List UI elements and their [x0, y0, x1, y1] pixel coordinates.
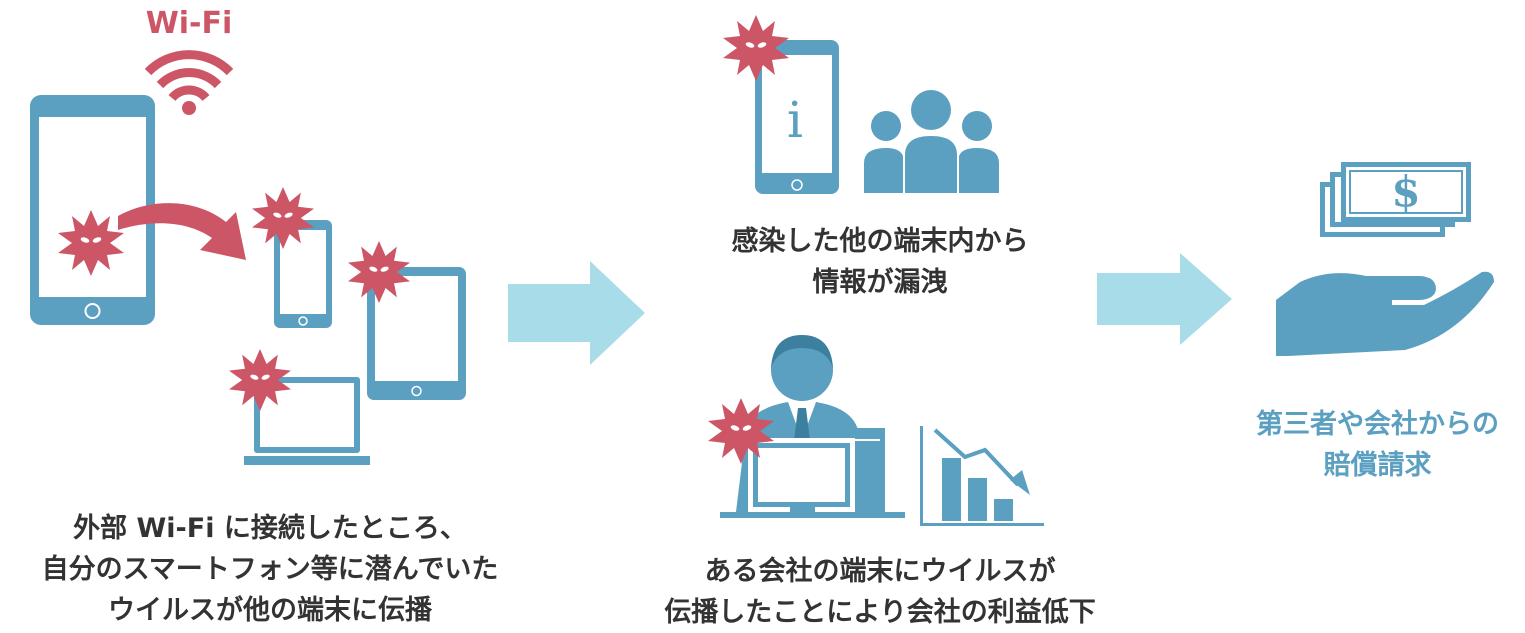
- step1-caption: 外部 Wi-Fi に接続したところ、 自分のスマートフォン等に潜んでいた ウイル…: [0, 508, 540, 631]
- caption-line: 感染した他の端末内から: [731, 226, 1029, 257]
- flow-arrow-2: [1097, 253, 1232, 345]
- caption-line: ある会社の端末にウイルスが: [704, 556, 1056, 587]
- step2-top-caption: 感染した他の端末内から 情報が漏洩: [680, 221, 1080, 303]
- smartphone-icon: [274, 220, 332, 328]
- wifi-label: Wi-Fi: [145, 6, 233, 41]
- infection-arrow: [118, 203, 246, 260]
- dollar-icon: $: [1391, 167, 1420, 216]
- caption-line: 自分のスマートフォン等に潜んでいた: [41, 554, 499, 585]
- caption-line: 伝播したことにより会社の利益低下: [664, 597, 1096, 628]
- declining-chart-icon: [920, 426, 1044, 526]
- wifi-icon: [144, 50, 234, 115]
- caption-line: ウイルスが他の端末に伝播: [108, 595, 432, 626]
- caption-line: 第三者や会社からの: [1256, 409, 1499, 440]
- smartphone-icon: [30, 95, 155, 325]
- caption-line: 外部 Wi-Fi に接続したところ、: [73, 513, 467, 544]
- smartphone-icon: [755, 40, 839, 194]
- step2-bottom-caption: ある会社の端末にウイルスが 伝播したことにより会社の利益低下: [620, 551, 1140, 633]
- flow-arrow-1: [508, 261, 645, 365]
- money-stack-icon: [1320, 162, 1471, 237]
- hand-icon: [1276, 271, 1494, 356]
- desktop-computer-icon: [720, 428, 905, 518]
- laptop-icon: [244, 377, 370, 465]
- caption-line: 賠償請求: [1323, 450, 1432, 481]
- caption-line: 情報が漏洩: [812, 267, 948, 298]
- info-icon: i: [787, 91, 803, 149]
- step3-caption: 第三者や会社からの 賠償請求: [1230, 404, 1525, 486]
- tablet-icon: [367, 267, 466, 400]
- people-icon: [864, 90, 999, 193]
